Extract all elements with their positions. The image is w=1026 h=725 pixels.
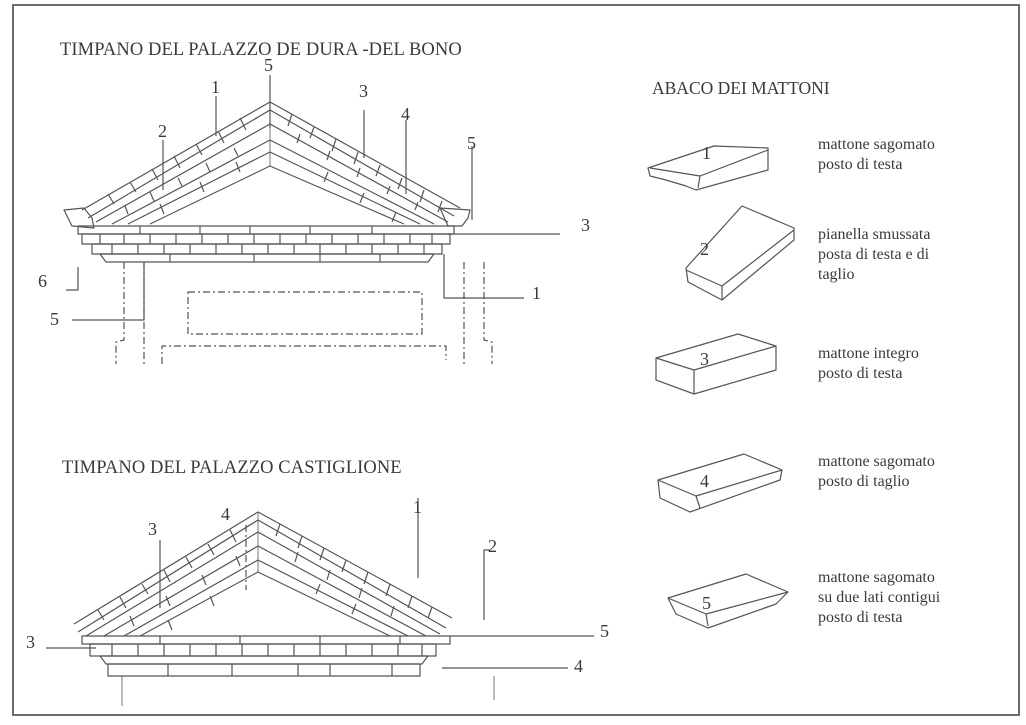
callout-number: 3 <box>581 215 590 235</box>
callout-number: 4 <box>401 104 410 124</box>
callout-number: 3 <box>26 632 35 652</box>
legend-description: mattone sagomato posto di taglio <box>818 453 935 490</box>
legend-description: mattone integro posto di testa <box>818 345 919 382</box>
callout-number: 2 <box>488 536 497 556</box>
legend-brick-number: 3 <box>700 349 709 369</box>
pediment-de-dura <box>63 75 560 364</box>
callout-number: 5 <box>50 309 59 329</box>
diagram-title-de-dura: TIMPANO DEL PALAZZO DE DURA -DEL BONO <box>60 40 462 60</box>
callout-number: 3 <box>148 519 157 539</box>
legend-description: pianella smussata posta di testa e di ta… <box>818 226 931 283</box>
callout-number: 4 <box>574 656 583 676</box>
legend-brick-1 <box>647 145 769 191</box>
legend-brick-2 <box>685 205 795 301</box>
callout-number: 1 <box>532 283 541 303</box>
callout-number: 6 <box>38 271 47 291</box>
legend-description: mattone sagomato posto di testa <box>818 136 935 173</box>
legend-brick-number: 1 <box>702 143 711 163</box>
callout-number: 4 <box>221 504 230 524</box>
callout-number: 5 <box>467 133 476 153</box>
callout-number: 1 <box>413 497 422 517</box>
legend-brick-5 <box>667 573 789 629</box>
callout-number: 2 <box>158 121 167 141</box>
callout-number: 5 <box>264 55 273 75</box>
callout-number: 3 <box>359 81 368 101</box>
diagram-frame <box>12 4 1020 716</box>
legend-description: mattone sagomato su due lati contigui po… <box>818 569 941 626</box>
legend-brick-number: 5 <box>702 593 711 613</box>
diagram-title-castiglione: TIMPANO DEL PALAZZO CASTIGLIONE <box>62 458 402 478</box>
callout-number: 1 <box>211 77 220 97</box>
legend-brick-4 <box>657 453 783 513</box>
legend-brick-number: 4 <box>700 471 709 491</box>
legend-title: ABACO DEI MATTONI <box>652 78 830 98</box>
legend-brick-3 <box>655 333 777 395</box>
pediment-castiglione <box>46 498 594 706</box>
legend-brick-number: 2 <box>700 239 709 259</box>
callout-number: 5 <box>600 621 609 641</box>
